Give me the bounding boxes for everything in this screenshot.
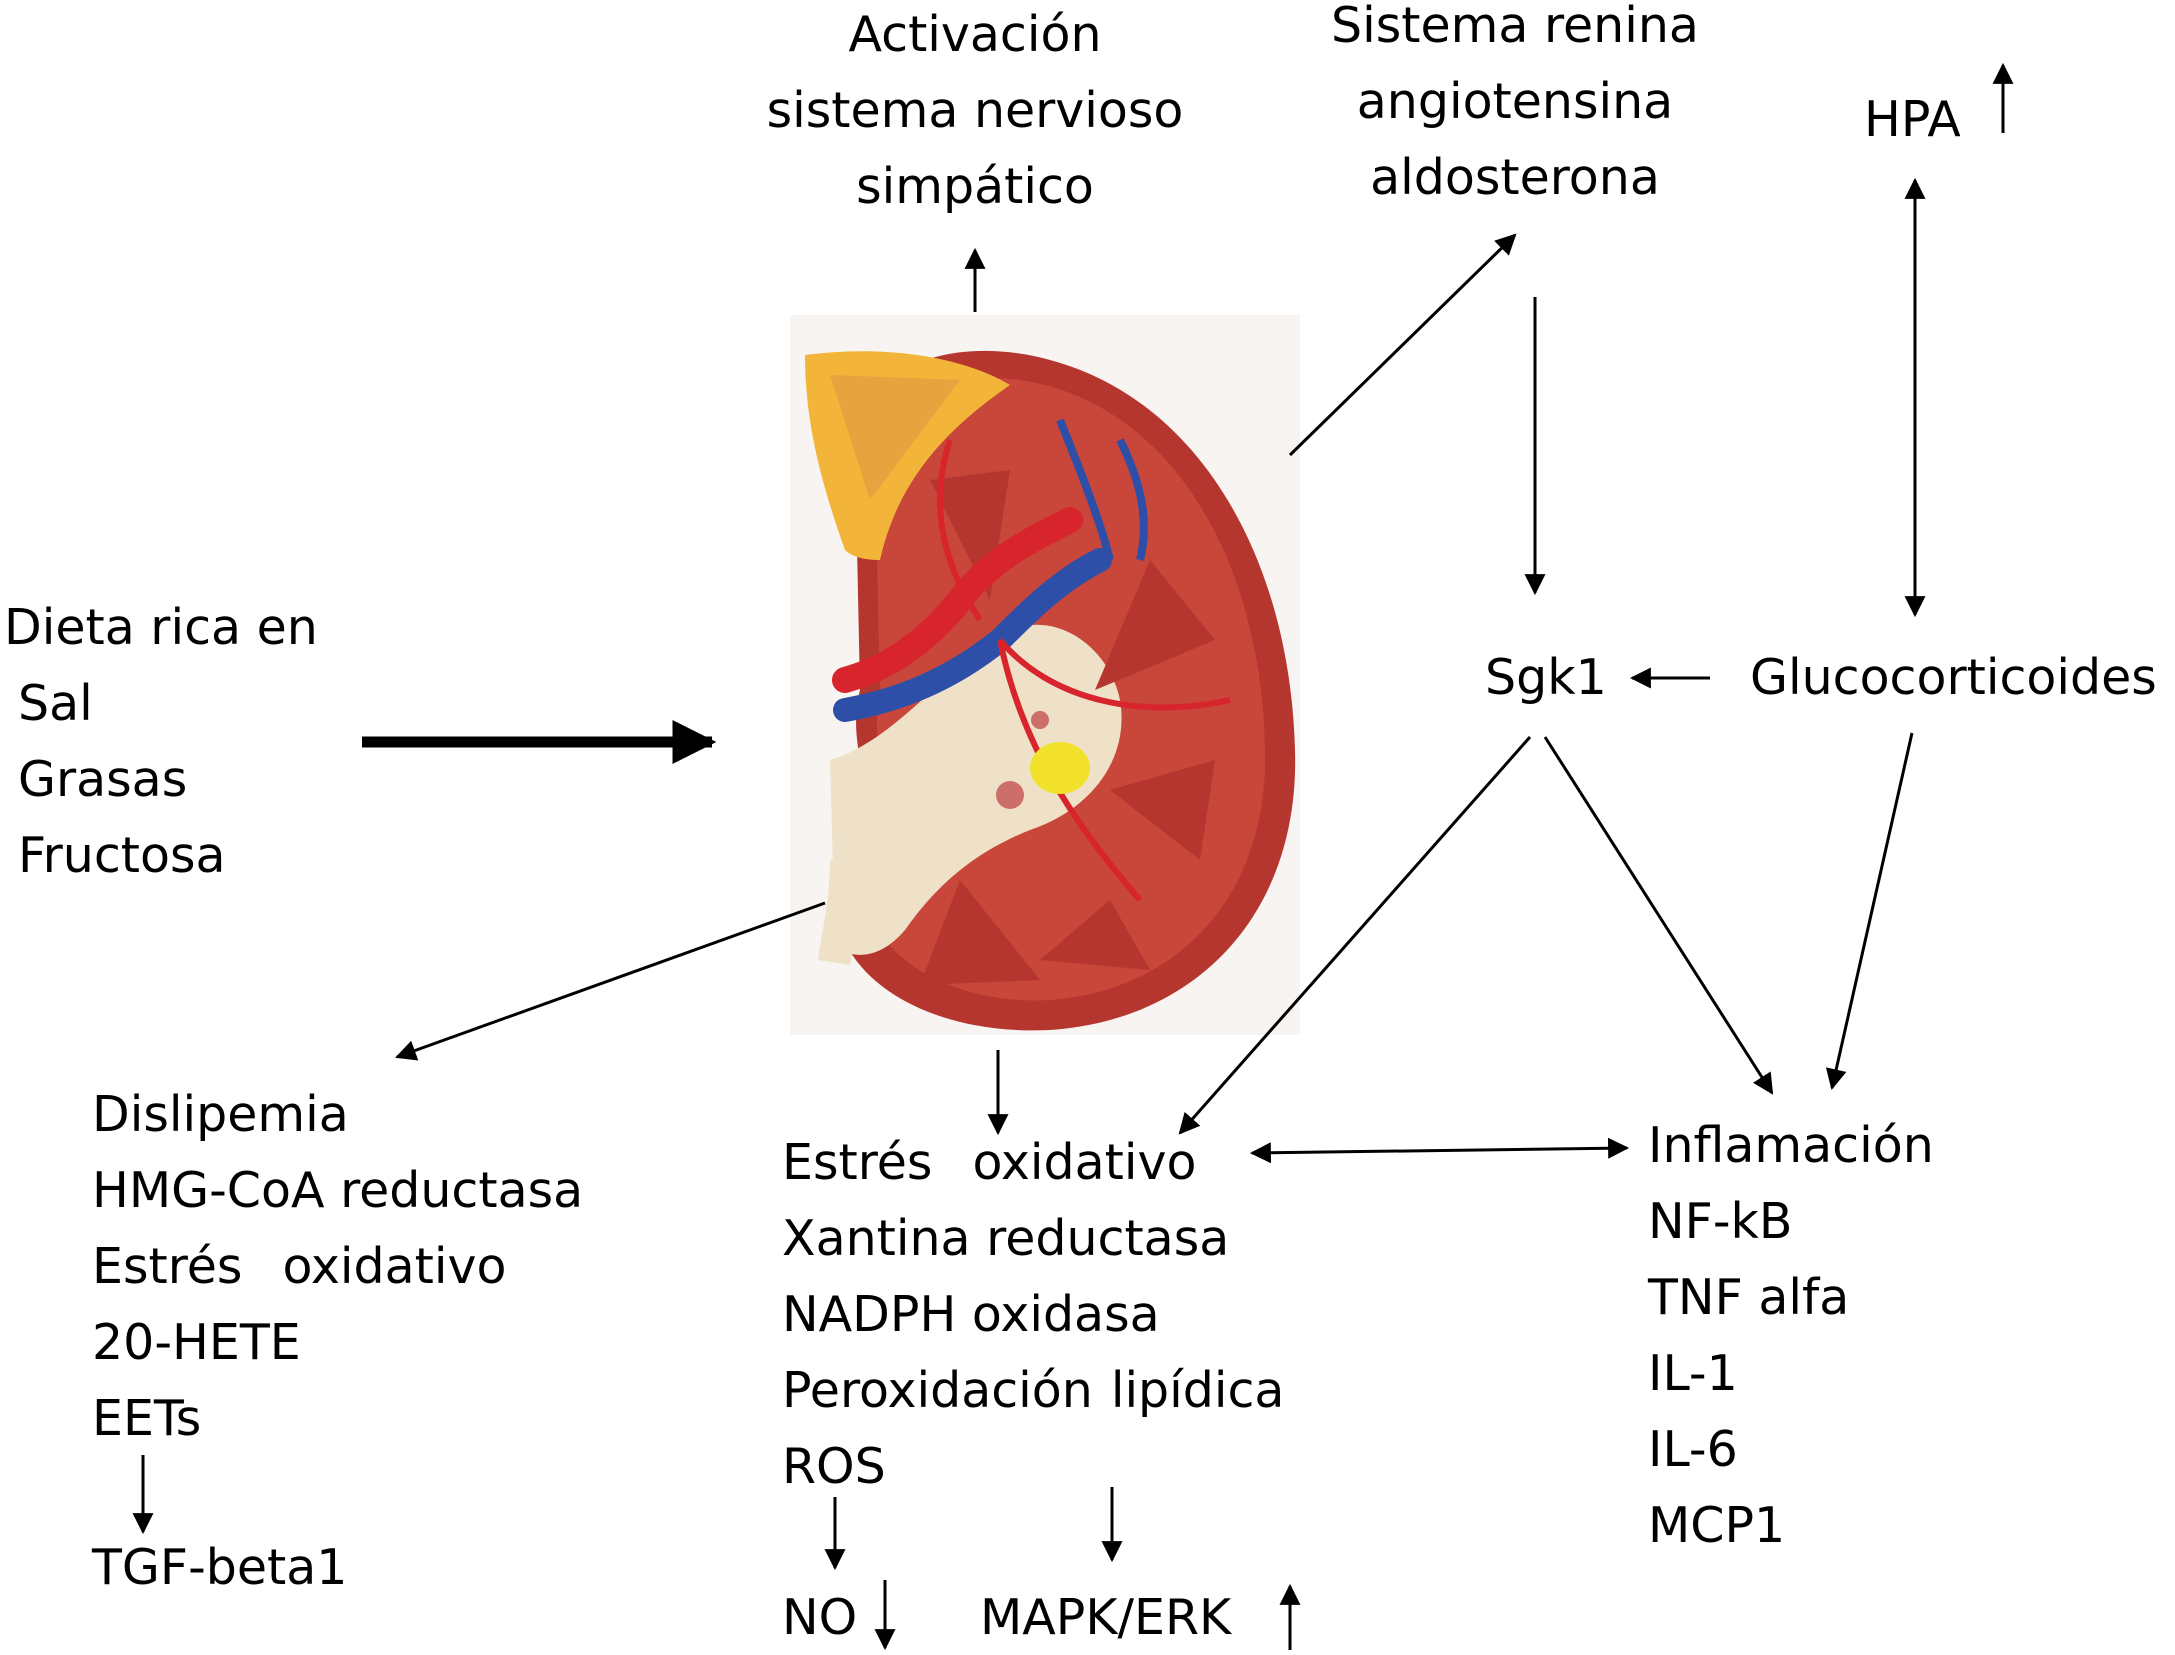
sgk1-to-oxidative-arrow: [1178, 736, 1532, 1135]
calyx-opening: [996, 781, 1024, 809]
inflammation-line-title: Inflamación: [1648, 1117, 1934, 1174]
raas-line-2: angiotensina: [1356, 73, 1674, 130]
inflammation-line-nfkb: NF-kB: [1648, 1193, 1793, 1250]
oxidative-label: Estrés oxidativo Xantina reductasa NADPH …: [782, 1125, 1284, 1505]
diet-line-grasas: Grasas: [18, 751, 188, 808]
adrenal-medulla: [830, 375, 960, 500]
dyslipidemia-label: Dislipemia HMG-CoA reductasa Estrés oxida…: [92, 1077, 583, 1457]
oxidative-line-nadph: NADPH oxidasa: [782, 1286, 1160, 1343]
lipidica-word: lipídica: [1110, 1362, 1285, 1419]
inflammation-line-il1: IL-1: [1648, 1345, 1738, 1402]
sgk1-label: Sgk1: [1485, 649, 1607, 706]
no-label: NO: [782, 1589, 858, 1646]
oxidative-line-xantina: Xantina reductasa: [782, 1210, 1230, 1267]
kidney-pyramid: [1095, 560, 1215, 690]
kidney-ureter: [818, 860, 875, 965]
calyx-opening: [1031, 711, 1049, 729]
oxidative-line-peroxidacion: Peroxidación lipídica: [782, 1353, 1284, 1429]
peroxidacion-word: Peroxidación: [782, 1362, 1093, 1419]
diet-line-title: Dieta rica en: [4, 599, 318, 656]
dyslipidemia-line-eets: EETs: [92, 1390, 202, 1447]
diet-label: Dieta rica en Sal Grasas Fructosa: [4, 590, 318, 894]
renal-artery: [832, 507, 1083, 693]
kidney-pyramid: [1040, 900, 1150, 970]
estres-word: Estrés: [782, 1134, 933, 1191]
oxidative-line-estres: Estrés oxidativo: [782, 1125, 1284, 1201]
mapk-erk-label: MAPK/ERK: [980, 1589, 1232, 1646]
oxidativo-word: oxidativo: [282, 1238, 507, 1295]
sns-label: Activación sistema nervioso simpático: [745, 0, 1205, 225]
hpa-label: HPA: [1864, 91, 1961, 148]
arrows-group: [132, 62, 2014, 1651]
oxidative-inflammation-arrow: [1249, 1137, 1630, 1164]
kidney-pyramid: [1110, 760, 1215, 860]
tgf-beta1-label: TGF-beta1: [92, 1539, 348, 1596]
dyslipidemia-line-20hete: 20-HETE: [92, 1314, 301, 1371]
oxidativo-word: oxidativo: [972, 1134, 1197, 1191]
raas-line-3: aldosterona: [1370, 149, 1660, 206]
kidney-stone: [1030, 742, 1090, 794]
kidney-to-dyslipidemia-arrow: [395, 901, 826, 1061]
dyslipidemia-line-estres: Estrés oxidativo: [92, 1229, 583, 1305]
vein-branch: [1056, 418, 1148, 561]
kidney-pelvis: [830, 624, 1122, 955]
sns-line-2: sistema nervioso: [766, 82, 1184, 139]
glucocorticoides-label: Glucocorticoides: [1750, 649, 2157, 706]
inflammation-line-tnf: TNF alfa: [1648, 1269, 1850, 1326]
diet-line-sal: Sal: [18, 675, 93, 732]
estres-word: Estrés: [92, 1238, 243, 1295]
inflammation-line-il6: IL-6: [1648, 1421, 1738, 1478]
inflammation-label: Inflamación NF-kB TNF alfa IL-1 IL-6 MCP…: [1648, 1108, 1934, 1564]
sns-line-1: Activación: [848, 6, 1102, 63]
oxidative-line-ros: ROS: [782, 1438, 886, 1495]
sgk1-to-inflammation-arrow: [1543, 736, 1774, 1095]
dyslipidemia-line-dislipemia: Dislipemia: [92, 1086, 349, 1143]
dyslipidemia-line-hmgcoa: HMG-CoA reductasa: [92, 1162, 584, 1219]
glucocorticoides-to-inflammation-arrow: [1825, 732, 1914, 1091]
inflammation-line-mcp1: MCP1: [1648, 1497, 1786, 1554]
kidney-to-raas-arrow: [1288, 233, 1517, 457]
kidney-pyramid: [920, 880, 1040, 985]
raas-line-1: Sistema renina: [1331, 0, 1699, 54]
raas-label: Sistema renina angiotensina aldosterona: [1300, 0, 1730, 216]
sns-line-3: simpático: [856, 158, 1094, 215]
diet-line-fructosa: Fructosa: [18, 827, 226, 884]
